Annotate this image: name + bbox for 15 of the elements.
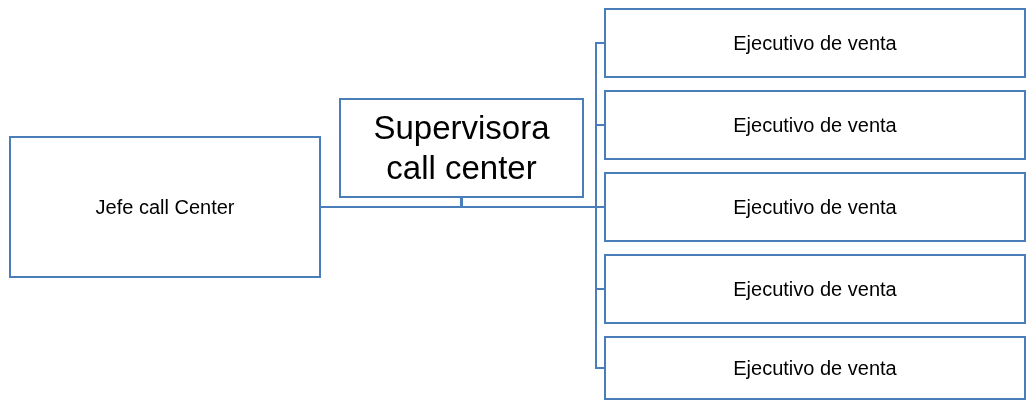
role-label: Supervisora call center — [372, 108, 551, 188]
org-box — [339, 98, 584, 198]
role-label: Ejecutivo de venta — [733, 31, 897, 56]
role-label: Ejecutivo de venta — [733, 356, 897, 381]
role-label: Ejecutivo de venta — [733, 113, 897, 138]
role-label: Ejecutivo de venta — [733, 277, 897, 302]
role-label: Ejecutivo de venta — [733, 195, 897, 220]
connector-line — [460, 197, 605, 369]
org-box — [604, 254, 1026, 324]
org-box — [604, 336, 1026, 400]
org-box — [604, 90, 1026, 160]
org-box — [604, 172, 1026, 242]
org-box — [604, 8, 1026, 78]
org-box — [9, 136, 321, 278]
role-label: Jefe call Center — [95, 195, 235, 220]
